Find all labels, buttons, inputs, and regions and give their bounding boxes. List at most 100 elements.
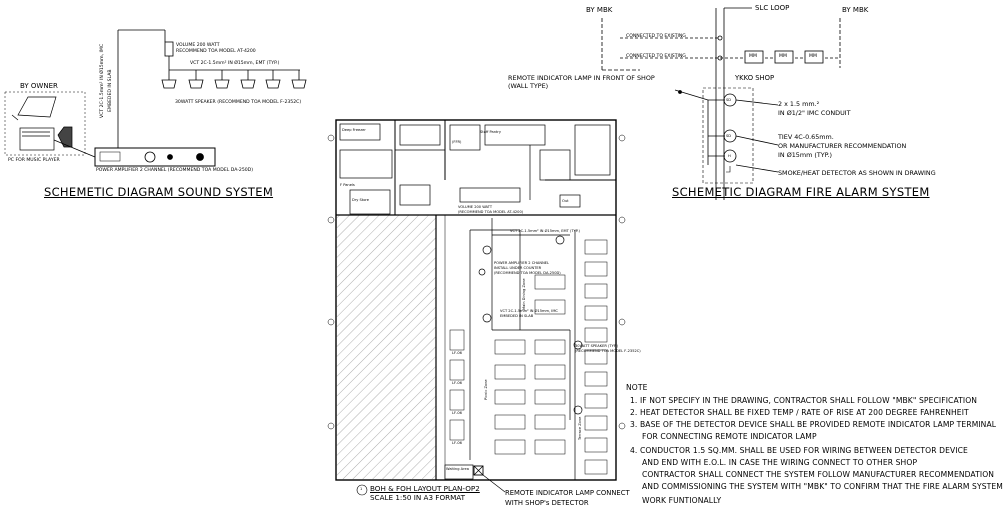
sd-symbol-label: SD [726, 134, 732, 138]
pc-label: PC FOR MUSIC PLAYER [8, 158, 60, 163]
plan-vct-label-2a: VCT 2C-1.5mm² IN Ø15mm, IMC [500, 309, 558, 313]
plan-table-tag: LF-06 [452, 411, 462, 415]
note-line: FOR CONNECTING REMOTE INDICATOR LAMP [642, 432, 817, 441]
vct-vertical-label-1: VCT 2C-1.5mm² IN Ø15mm, IMC [100, 43, 105, 118]
plan-amp-label-3: (RECOMMEND TOA MODEL DA-250D) [494, 271, 561, 275]
speaker-icon [573, 405, 583, 415]
tiev-label-1: TIEV 4C-0.65mm. [778, 133, 834, 141]
plan-vct-label-2b: EMBEDED IN SLAB [500, 314, 534, 318]
heat-detector-icon [723, 149, 737, 163]
speaker-icon [573, 340, 583, 350]
connected-existing-1: CONNECTED TO EXISTING [626, 34, 686, 39]
note-line: AND END WITH E.O.L. IN CASE THE WIRING C… [642, 458, 918, 467]
speaker-icon [478, 268, 486, 276]
plan-ril-label-1: REMOTE INDICATOR LAMP CONNECT [505, 489, 630, 497]
volume-label-1: VOLUME 200 WATT [176, 43, 220, 48]
plan-table-tag: LF-06 [452, 441, 462, 445]
hatched-area [335, 214, 437, 481]
fire-alarm-diagram [601, 7, 841, 200]
conduit-label-1: 2 x 1.5 mm.² [778, 100, 820, 108]
plan-volume-label-1: VOLUME 200 WATT [458, 205, 493, 209]
speaker-icon [214, 70, 230, 89]
room-out: Out [562, 199, 569, 203]
speaker-label: 30WATT SPEAKER (RECOMMEND TOA MODEL F-23… [175, 100, 302, 105]
pc-music-player-icon [11, 96, 96, 158]
note-line: 3. BASE OF THE DETECTOR DEVICE SHALL BE … [630, 420, 997, 429]
note-line: 4. CONDUCTOR 1.5 SQ.MM. SHALL BE USED FO… [630, 446, 968, 455]
speaker-icon [555, 235, 565, 245]
note-line: 2. HEAT DETECTOR SHALL BE FIXED TEMP / R… [630, 408, 969, 417]
room-dry-store: Dry Store [352, 198, 370, 202]
plan-amp-label-1: POWER AMPLIFIER 2 CHANNEL [494, 261, 550, 265]
plan-table-tag: LF-06 [452, 351, 462, 355]
sd-symbol-label: SD [726, 98, 732, 102]
drawing-sheet [4, 7, 841, 496]
power-amplifier-icon [94, 147, 216, 167]
room-picnic-zone: Picnic Zone [484, 379, 488, 400]
vct-vertical-label-2: EMBEDED IN SLAB [108, 69, 113, 112]
table-group [449, 239, 608, 475]
by-mbk-right-label: BY MBK [842, 6, 869, 14]
mm-label: MM [779, 54, 787, 59]
grid-markers [327, 134, 626, 430]
sound-system-diagram [4, 29, 307, 167]
connected-existing-2: CONNECTED TO EXISTING [626, 54, 686, 59]
speaker-group [161, 70, 307, 89]
tiev-label-2: OR MANUFACTURER RECOMMENDATION [778, 142, 907, 150]
speaker-icon [291, 70, 307, 89]
room-deep-freezer: Deep Freezer [342, 128, 366, 132]
speaker-icon [188, 70, 204, 89]
sound-system-title: SCHEMETIC DIAGRAM SOUND SYSTEM [44, 185, 274, 199]
speaker-icon [161, 70, 177, 89]
plan-speaker-group [478, 235, 583, 415]
plan-wiring [491, 218, 571, 420]
h-symbol-label: H [728, 154, 731, 158]
ril-label-2: (WALL TYPE) [508, 82, 549, 90]
notes-heading: NOTE [626, 383, 648, 392]
plan-vct-label-1: VCT 2C-1.5mm² IN Ø15mm, EMT (TYP.) [510, 229, 580, 233]
slc-loop-label: SLC LOOP [755, 4, 790, 12]
fire-alarm-title: SCHEMETIC DIAGRAM FIRE ALARM SYSTEM [672, 185, 930, 199]
tiev-label-3: IN Ø15mm (TYP.) [778, 151, 833, 159]
monitor-module-icon [744, 50, 764, 64]
plan-scale: SCALE 1:50 IN A3 FORMAT [370, 493, 466, 502]
room-f-panels: F Panels [340, 183, 355, 187]
volume-label-2: RECOMMEND TOA MODEL AT-4200 [176, 49, 256, 54]
plan-volume-label-2: (RECOMMEND TOA MODEL AT-4200) [458, 210, 524, 214]
shop-label: YKKO SHOP [735, 74, 775, 82]
plan-speaker-label-1: 30WATT SPEAKER (TYP.) [575, 344, 618, 348]
room-dining-zone: Main Dining Zone [522, 278, 526, 310]
by-owner-label: BY OWNER [20, 82, 58, 90]
note-line: 1. IF NOT SPECIFY IN THE DRAWING, CONTRA… [630, 396, 978, 405]
room-terrace-zone: Terrace Zone [578, 416, 582, 440]
speaker-icon [265, 70, 281, 89]
remote-indicator-lamp-icon [473, 465, 484, 476]
plan-table-tag: LF-06 [452, 381, 462, 385]
monitor-module-icon [774, 50, 794, 64]
mm-label: MM [809, 54, 817, 59]
mm-label: MM [749, 54, 757, 59]
speaker-icon [240, 70, 256, 89]
by-mbk-left-label: BY MBK [586, 6, 613, 14]
speaker-icon [482, 245, 492, 255]
note-line: AND COMMISSIONING THE SYSTEM WITH "MBK" … [642, 482, 1003, 491]
room-staff-pantry: Staff Pantry [480, 130, 502, 134]
vct-top-label: VCT 2C-1.5mm² IN Ø15mm, EMT (TYP.) [190, 61, 280, 66]
note-line: WORK FUNTIONALLY [642, 496, 722, 505]
conduit-label-2: IN Ø1/2" IMC CONDUIT [778, 109, 851, 117]
plan-amp-label-2: INSTALL UNDER COUNTER [494, 266, 542, 270]
room-waiting-area: Waiting Area [446, 467, 469, 471]
plan-title: BOH & FOH LAYOUT PLAN-OP2 [370, 484, 480, 493]
title-marker-icon [356, 484, 368, 496]
monitor-module-icon [804, 50, 824, 64]
room-ffr: (FFR) [452, 140, 462, 144]
speaker-icon [482, 313, 492, 323]
ril-label-1: REMOTE INDICATOR LAMP IN FRONT OF SHOP [508, 74, 655, 82]
volume-control [164, 41, 174, 57]
plan-title-number: 1 [360, 487, 363, 491]
plan-ril-label-2: WITH SHOP's DETECTOR [505, 499, 589, 507]
floor-plan [327, 119, 626, 496]
smoke-heat-label: SMOKE/HEAT DETECTOR AS SHOWN IN DRAWING [778, 169, 936, 177]
amplifier-label: POWER AMPLIFIER 2 CHANNEL (RECOMMEND TOA… [96, 168, 254, 173]
note-line: CONTRACTOR SHALL CONNECT THE SYSTEM FOLL… [642, 470, 995, 479]
